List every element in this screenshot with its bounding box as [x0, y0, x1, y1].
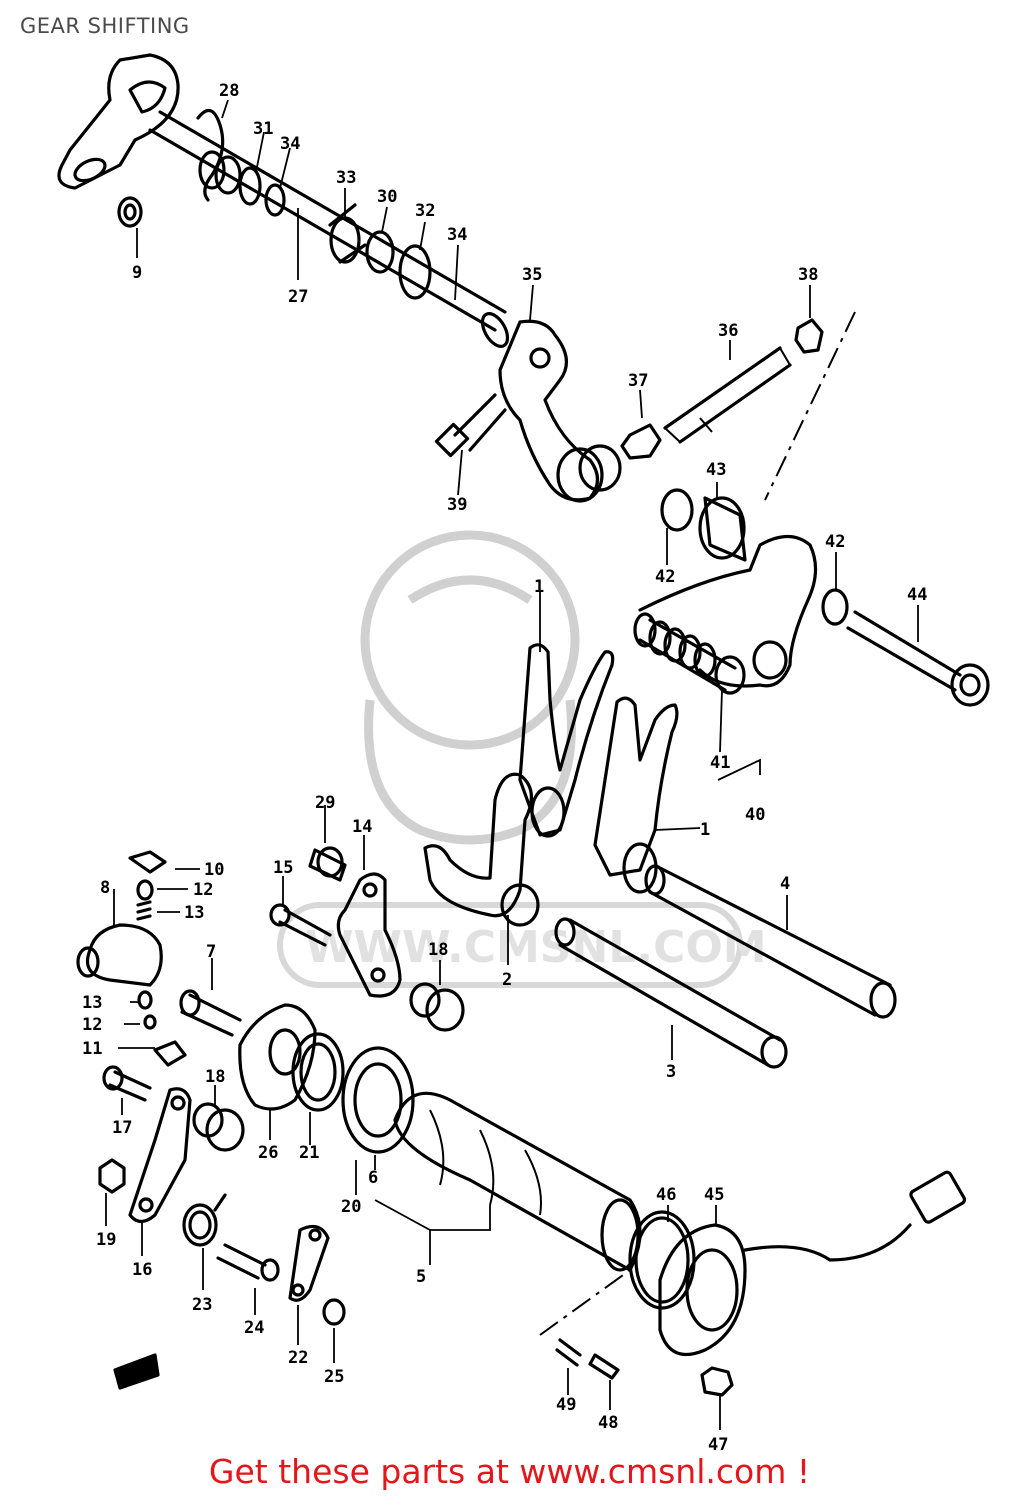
watermark: WWW.CMSNL.COM [277, 530, 767, 988]
callout-34: 34 [447, 225, 467, 245]
callout-48: 48 [598, 1413, 618, 1433]
callout-5: 5 [416, 1267, 426, 1287]
callout-39: 39 [447, 495, 467, 515]
callout-15: 15 [273, 858, 293, 878]
callout-12: 12 [82, 1015, 102, 1035]
gear-shifting-exploded-diagram: WWW.CMSNL.COM [57, 53, 990, 1450]
washer-31 [238, 166, 262, 206]
callout-18: 18 [205, 1067, 225, 1087]
callout-8: 8 [100, 878, 110, 898]
callout-38: 38 [798, 265, 818, 285]
callout-44: 44 [907, 585, 927, 605]
callout-24: 24 [244, 1318, 264, 1338]
callout-42: 42 [825, 532, 845, 552]
callout-34: 34 [280, 134, 300, 154]
callout-41: 41 [710, 753, 730, 773]
callout-17: 17 [112, 1118, 132, 1138]
callout-20: 20 [341, 1197, 361, 1217]
callout-16: 16 [132, 1260, 152, 1280]
callout-4: 4 [780, 874, 790, 894]
washer-42b [821, 588, 849, 626]
callout-31: 31 [253, 119, 273, 139]
callout-49: 49 [556, 1395, 576, 1415]
ratchet-small-parts [113, 1193, 346, 1390]
callout-42: 42 [655, 567, 675, 587]
callout-30: 30 [377, 187, 397, 207]
shift-forks [423, 590, 701, 965]
callout-18: 18 [428, 940, 448, 960]
cam-stopper-assembly [633, 482, 990, 781]
callout-47: 47 [708, 1435, 728, 1450]
shift-cam-assembly [238, 1003, 967, 1430]
circlip-34 [264, 183, 286, 217]
callout-33: 33 [336, 168, 356, 188]
callout-28: 28 [219, 81, 239, 101]
callout-23: 23 [192, 1295, 212, 1315]
diagram-title: GEAR SHIFTING [20, 14, 190, 38]
callout-46: 46 [656, 1185, 676, 1205]
callout-40: 40 [745, 805, 765, 825]
callout-7: 7 [206, 942, 216, 962]
shift-arm-assembly [434, 284, 856, 503]
callout-9: 9 [132, 263, 142, 283]
callout-32: 32 [415, 201, 435, 221]
stopper-small-parts [76, 805, 465, 1256]
callout-36: 36 [718, 321, 738, 341]
callout-2: 2 [502, 970, 512, 990]
callout-22: 22 [288, 1348, 308, 1368]
callout-29: 29 [315, 793, 335, 813]
callout-14: 14 [352, 817, 372, 837]
callout-43: 43 [706, 460, 726, 480]
fork-shafts [554, 864, 897, 1069]
callout-1: 1 [700, 820, 710, 840]
shift-shaft-assembly [57, 53, 510, 348]
callout-37: 37 [628, 371, 648, 391]
callout-labels: 28 31 34 33 30 32 34 9 27 35 38 36 37 39… [82, 81, 927, 1450]
washer-42a [660, 488, 694, 532]
oil-seal-9 [117, 196, 143, 228]
callout-3: 3 [666, 1062, 676, 1082]
callout-12: 12 [193, 880, 213, 900]
callout-13: 13 [184, 903, 204, 923]
callout-11: 11 [82, 1039, 102, 1059]
callout-26: 26 [258, 1143, 278, 1163]
callout-1: 1 [534, 577, 544, 597]
callout-6: 6 [368, 1168, 378, 1188]
footer-link[interactable]: Get these parts at www.cmsnl.com ! [208, 1452, 811, 1491]
callout-45: 45 [704, 1185, 724, 1205]
callout-19: 19 [96, 1230, 116, 1250]
callout-21: 21 [299, 1143, 319, 1163]
callout-10: 10 [204, 860, 224, 880]
callout-13: 13 [82, 993, 102, 1013]
callout-25: 25 [324, 1367, 344, 1387]
watermark-text: WWW.CMSNL.COM [305, 922, 767, 973]
callout-27: 27 [288, 287, 308, 307]
callout-35: 35 [522, 265, 542, 285]
